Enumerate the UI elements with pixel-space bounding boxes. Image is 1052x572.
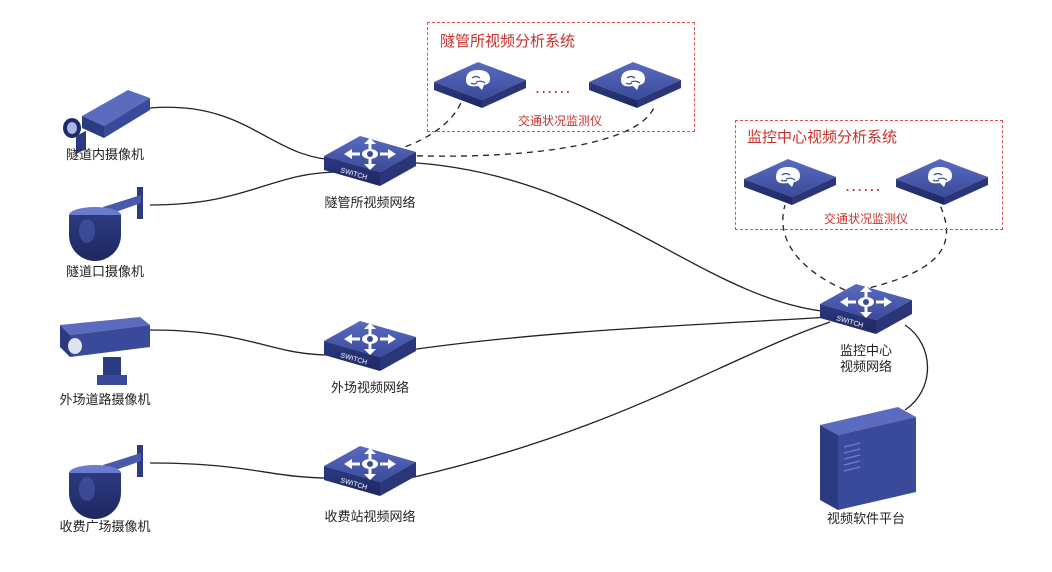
network-label-toll-station: 收费站视频网络 — [324, 510, 416, 525]
center-analysis-system-title: 监控中心视频分析系统 — [747, 128, 898, 146]
network-label-center-line2: 视频网络 — [839, 360, 893, 375]
dash-center-switch-left-monitor — [782, 204, 846, 291]
network-label-tunnel-office: 隧管所视频网络 — [324, 196, 416, 211]
tunnel-ellipsis: ...... — [535, 78, 572, 97]
dashed-links — [394, 99, 948, 291]
center-analysis-system-box — [735, 120, 1003, 230]
network-label-center: 监控中心 视频网络 — [840, 344, 892, 376]
tunnel-device-label: 交通状况监测仪 — [517, 114, 603, 128]
camera-label-tunnel-entrance: 隧道口摄像机 — [65, 265, 145, 280]
link-inner-cam-to-tunnel-switch — [149, 106, 341, 161]
dome-camera-icon — [69, 445, 143, 519]
dash-tunnel-switch-right-monitor — [394, 104, 656, 157]
switch-icon: SWITCH — [820, 284, 912, 334]
link-field-cam-to-field-switch — [149, 329, 331, 356]
server-icon — [820, 407, 916, 510]
link-toll-switch-to-center — [409, 321, 831, 479]
camera-label-field-road: 外场道路摄像机 — [59, 393, 151, 408]
switch-icon: SWITCH — [324, 321, 416, 371]
dash-tunnel-switch-left-monitor — [394, 99, 463, 151]
tunnel-analysis-system-title: 隧管所视频分析系统 — [440, 32, 576, 50]
tunnel-analysis-system-box — [427, 22, 695, 132]
link-toll-cam-to-toll-switch — [149, 462, 331, 479]
link-entrance-cam-to-tunnel-switch — [149, 171, 341, 206]
connection-lines — [149, 106, 928, 479]
switch-icon: SWITCH — [324, 136, 416, 186]
box-camera-icon — [63, 90, 150, 155]
road-camera-icon — [60, 317, 150, 385]
network-label-field: 外场视频网络 — [330, 381, 410, 396]
network-label-center-line1: 监控中心 — [839, 344, 893, 359]
dome-camera-icon — [69, 187, 143, 261]
center-ellipsis: ...... — [845, 176, 882, 195]
camera-label-toll-plaza: 收费广场摄像机 — [59, 520, 151, 535]
dash-center-switch-right-monitor — [859, 204, 948, 291]
platform-label: 视频软件平台 — [826, 512, 906, 527]
switch-icon: SWITCH — [324, 446, 416, 496]
link-center-to-platform — [904, 324, 928, 411]
link-field-switch-to-center — [409, 316, 831, 351]
camera-label-tunnel-inner: 隧道内摄像机 — [65, 148, 145, 163]
center-device-label: 交通状况监测仪 — [823, 212, 909, 226]
link-tunnel-switch-to-center — [399, 161, 831, 313]
